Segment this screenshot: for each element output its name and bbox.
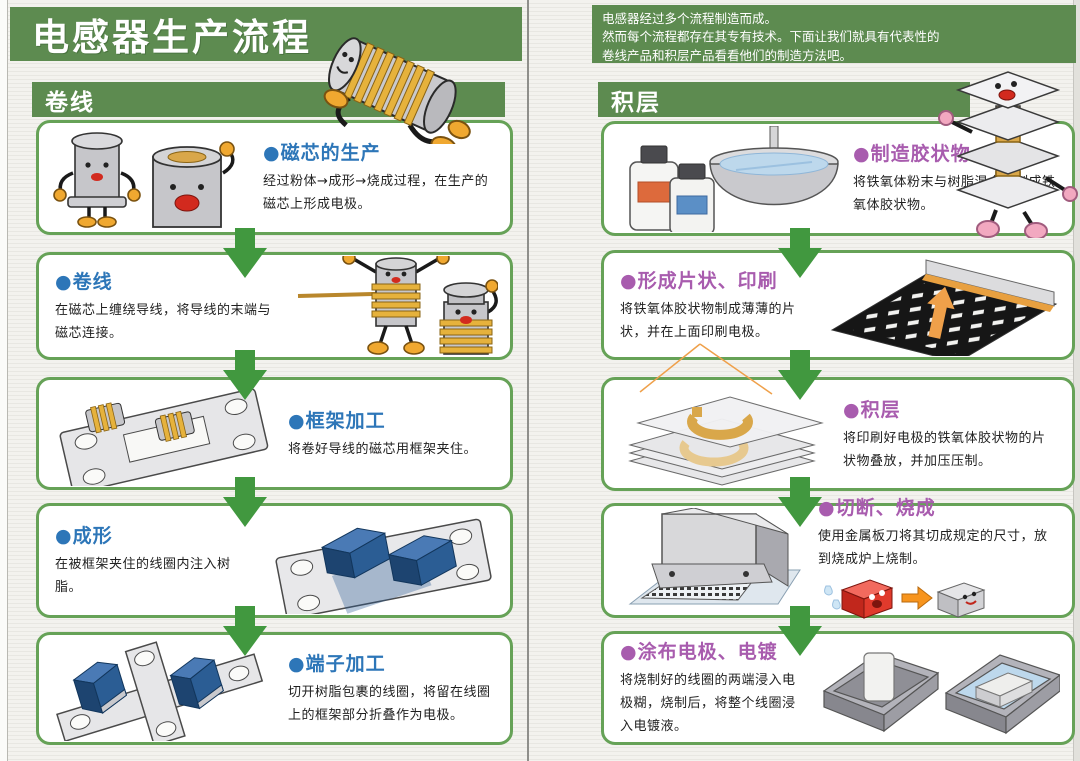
multilayer-step3-text: ●积层 将印刷好电极的铁氧体胶状物的片状物叠放，并加压压制。 (839, 395, 1060, 474)
multilayer-column-header: 积层 (598, 82, 970, 117)
frame-with-coils-illustration (51, 382, 276, 486)
winding-step5-text: ●端子加工 切开树脂包裹的线圈，将留在线圈上的框架部分折叠作为电极。 (284, 649, 498, 728)
winding-step-frame-processing: ●框架加工 将卷好导线的磁芯用框架夹住。 (36, 377, 513, 490)
winding-step1-body: 经过粉体→成形→烧成过程，在生产的磁芯上形成电极。 (263, 174, 489, 212)
multilayer-step-sheet-printing: ●形成片状、印刷 将铁氧体胶状物制成薄薄的片状，并在上面印刷电极。 (601, 250, 1075, 360)
page-title-bar: 电感器生产流程 (10, 7, 522, 61)
intro-line-1: 电感器经过多个流程制造而成。 (602, 11, 778, 26)
winding-step-terminal-processing: ●端子加工 切开树脂包裹的线圈，将留在线圈上的框架部分折叠作为电极。 (36, 632, 513, 745)
flow-arrow-down-icon (223, 477, 267, 527)
coil-character-mascot (323, 37, 471, 144)
winding-step-coil-winding: ●卷线 在磁芯上缠绕导线，将导线的末端与磁芯连接。 (36, 252, 513, 360)
winding-step-molding: ●成形 在被框架夹住的线圈内注入树脂。 (36, 503, 513, 618)
multilayer-step2-title: ●形成片状、印刷 (620, 269, 778, 292)
winding-step5-title: ●端子加工 (288, 653, 386, 676)
bullet-icon: ● (288, 653, 306, 676)
winding-step4-text: ●成形 在被框架夹住的线圈内注入树脂。 (51, 521, 260, 600)
multilayer-step5-title: ●涂布电极、电镀 (620, 641, 778, 664)
page-left-edge (0, 0, 8, 761)
winding-step4-body: 在被框架夹住的线圈内注入树脂。 (55, 557, 231, 595)
flow-arrow-down-icon (778, 477, 822, 527)
winding-step3-title: ●框架加工 (288, 409, 386, 432)
flow-arrow-down-icon (778, 228, 822, 278)
column-divider-line (527, 0, 529, 761)
winding-step2-title: ●卷线 (55, 270, 113, 293)
flow-arrow-down-icon (778, 350, 822, 400)
multilayer-step-electrode-plating: ●涂布电极、电镀 将烧制好的线圈的两端浸入电极糊，烧制后，将整个线圈浸入电镀液。 (601, 631, 1075, 745)
slurry-mixing-illustration (616, 125, 841, 232)
cutting-machine-illustration (616, 507, 806, 614)
multilayer-step1-title: ●制造胶状物 (853, 143, 971, 166)
firing-before-after-illustration (824, 579, 986, 619)
multilayer-column-header-label: 积层 (611, 89, 661, 116)
multilayer-step2-body: 将铁氧体胶状物制成薄薄的片状，并在上面印刷电极。 (620, 301, 796, 340)
terminal-blocks-illustration (51, 637, 276, 741)
bullet-icon: ● (853, 143, 871, 166)
flow-arrow-down-icon (223, 606, 267, 656)
stacked-sheet-character-mascot (938, 71, 1078, 238)
printed-sheet-illustration (810, 254, 1060, 356)
multilayer-step-stacking: ●积层 将印刷好电极的铁氧体胶状物的片状物叠放，并加压压制。 (601, 377, 1075, 491)
bullet-icon: ● (843, 398, 861, 421)
multilayer-step-cutting-firing: ●切断、烧成 使用金属板刀将其切成规定的尺寸，放到烧成炉上烧制。 (601, 497, 1075, 619)
intro-line-3: 卷线产品和积层产品看看他们的制造方法吧。 (602, 47, 853, 63)
winding-step2-text: ●卷线 在磁芯上缠绕导线，将导线的末端与磁芯连接。 (51, 267, 280, 346)
winding-step-core-production: ●磁芯的生产 经过粉体→成形→烧成过程，在生产的磁芯上形成电极。 (36, 120, 513, 235)
intro-text-box: 电感器经过多个流程制造而成。 然而每个流程都存在其专有技术。下面让我们就具有代表… (592, 5, 1076, 63)
multilayer-step5-text: ●涂布电极、电镀 将烧制好的线圈的两端浸入电极糊，烧制后，将整个线圈浸入电镀液。 (616, 637, 812, 738)
bullet-icon: ● (620, 641, 638, 664)
multilayer-step3-body: 将印刷好电极的铁氧体胶状物的片状物叠放，并加压压制。 (843, 430, 1046, 469)
bullet-icon: ● (818, 497, 836, 520)
flow-arrow-down-icon (223, 228, 267, 278)
bullet-icon: ● (55, 525, 73, 548)
winding-step3-text: ●框架加工 将卷好导线的磁芯用框架夹住。 (284, 406, 498, 462)
multilayer-step4-body: 使用金属板刀将其切成规定的尺寸，放到烧成炉上烧制。 (818, 529, 1048, 567)
zoom-connector-lines (639, 343, 773, 395)
page-right-edge (1073, 0, 1080, 761)
core-mascots-illustration (51, 127, 251, 229)
winding-column-header-label: 卷线 (45, 89, 95, 116)
flow-arrow-down-icon (223, 350, 267, 400)
bullet-icon: ● (620, 269, 638, 292)
multilayer-step5-body: 将烧制好的线圈的两端浸入电极糊，烧制后，将整个线圈浸入电镀液。 (620, 673, 796, 734)
flow-arrow-down-icon (778, 606, 822, 656)
multilayer-step2-text: ●形成片状、印刷 将铁氧体胶状物制成薄薄的片状，并在上面印刷电极。 (616, 266, 802, 345)
winding-step3-body: 将卷好导线的磁芯用框架夹住。 (288, 441, 478, 457)
winding-step4-title: ●成形 (55, 525, 113, 548)
winding-step1-title: ●磁芯的生产 (263, 142, 381, 165)
multilayer-step4-title: ●切断、烧成 (818, 497, 936, 520)
multilayer-step3-title: ●积层 (843, 398, 901, 421)
bullet-icon: ● (55, 270, 73, 293)
winding-step1-text: ●磁芯的生产 经过粉体→成形→烧成过程，在生产的磁芯上形成电极。 (259, 138, 498, 217)
winding-mascots-illustration (288, 256, 498, 356)
intro-line-2: 然而每个流程都存在其专有技术。下面让我们就具有代表性的 (602, 29, 940, 45)
multilayer-step4-text: ●切断、烧成 使用金属板刀将其切成规定的尺寸，放到烧成炉上烧制。 (814, 493, 1060, 628)
winding-step2-body: 在磁芯上缠绕导线，将导线的末端与磁芯连接。 (55, 302, 272, 341)
page-title: 电感器生产流程 (32, 16, 312, 59)
winding-step5-body: 切开树脂包裹的线圈，将留在线圈上的框架部分折叠作为电极。 (288, 685, 491, 723)
resin-molding-illustration (268, 508, 498, 614)
bullet-icon: ● (288, 409, 306, 432)
dipping-trays-illustration (820, 635, 1060, 741)
bullet-icon: ● (263, 142, 281, 165)
stacked-sheets-illustration (616, 381, 831, 487)
